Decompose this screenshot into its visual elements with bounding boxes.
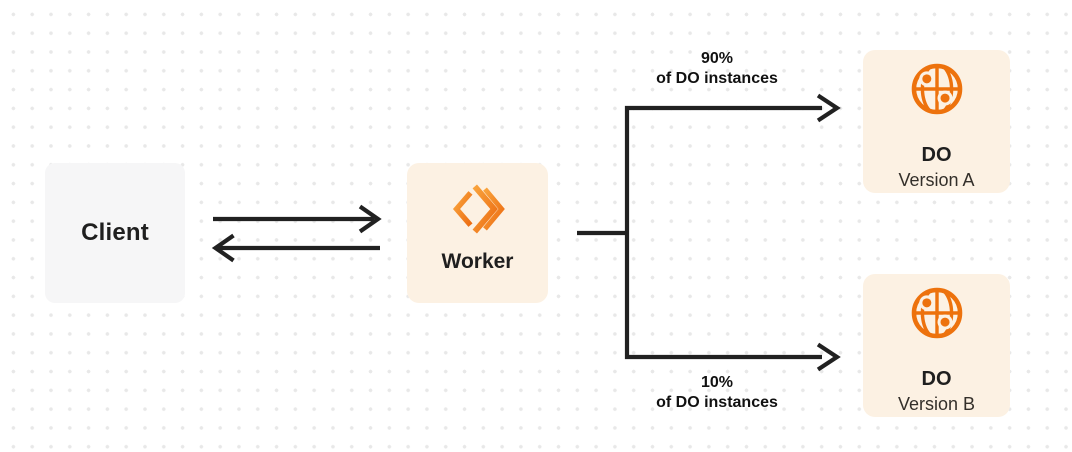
branch-tree-line bbox=[624, 105, 822, 360]
client-node: Client bbox=[45, 163, 185, 303]
do-a-subtitle: Version A bbox=[898, 170, 975, 190]
do-b-title: DO bbox=[921, 368, 952, 390]
split-90-caption: of DO instances bbox=[656, 70, 778, 87]
split-90-label: 90% of DO instances bbox=[627, 49, 807, 89]
client-label: Client bbox=[81, 219, 149, 246]
branch-arrow-90-head bbox=[816, 93, 841, 123]
client-to-worker-arrow bbox=[213, 204, 382, 234]
do-version-a-node: DO Version A bbox=[863, 50, 1010, 193]
do-a-title: DO bbox=[921, 144, 952, 166]
do-version-b-node: DO Version B bbox=[863, 274, 1010, 417]
split-10-caption: of DO instances bbox=[656, 394, 778, 411]
worker-to-client-arrow bbox=[211, 233, 380, 263]
do-b-subtitle: Version B bbox=[897, 394, 976, 414]
branch-arrow-10-head bbox=[816, 342, 841, 372]
split-10-label: 10% of DO instances bbox=[627, 373, 807, 413]
split-10-percent: 10% bbox=[700, 374, 734, 391]
split-90-percent: 90% bbox=[700, 50, 734, 67]
globe-durable-object-icon bbox=[907, 59, 967, 119]
globe-durable-object-icon bbox=[907, 283, 967, 343]
cloudflare-workers-icon bbox=[449, 180, 507, 238]
worker-node: Worker bbox=[407, 163, 548, 303]
worker-label: Worker bbox=[441, 250, 514, 273]
